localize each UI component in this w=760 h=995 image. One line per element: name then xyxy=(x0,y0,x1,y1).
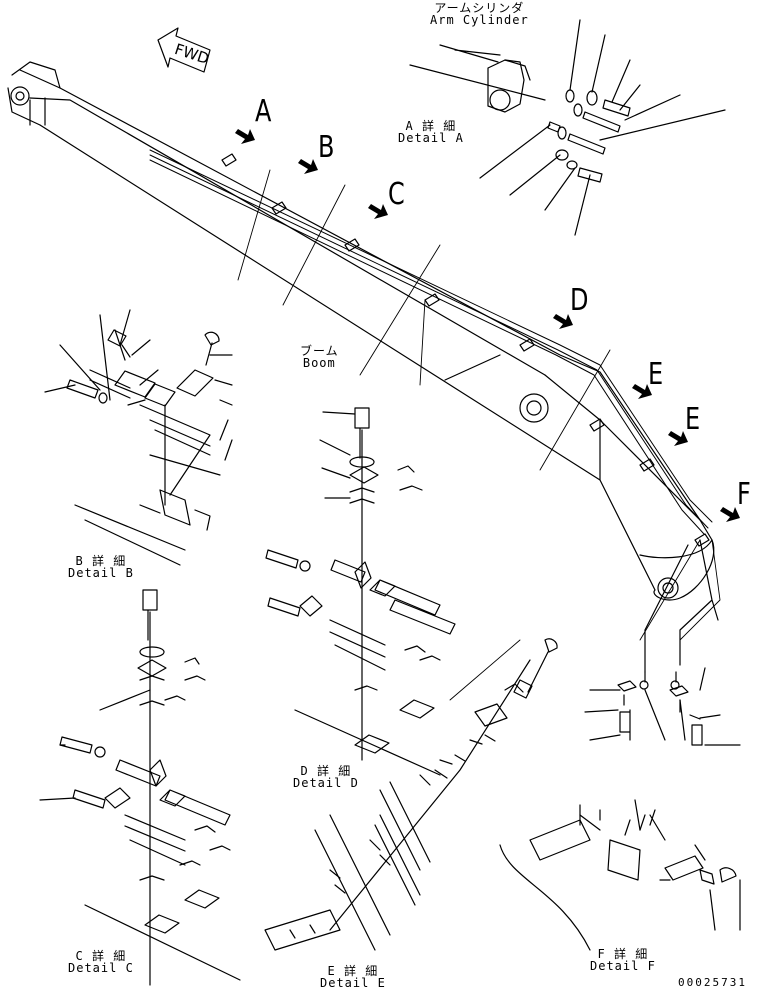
detail-c-caption-en: Detail C xyxy=(68,961,134,975)
arrow-f-icon xyxy=(720,507,740,522)
detail-d-caption: D 詳 細 Detail D xyxy=(293,765,359,789)
arrow-a-icon xyxy=(235,129,255,144)
detail-letter-e2: E xyxy=(685,402,701,437)
detail-f-drawing xyxy=(499,667,741,951)
detail-arrows xyxy=(235,129,740,522)
detail-a-caption-en: Detail A xyxy=(398,131,464,145)
arm-cylinder-label-en: Arm Cylinder xyxy=(430,13,529,27)
detail-c-drawing xyxy=(39,589,241,986)
arrow-d-icon xyxy=(553,314,573,329)
boom-label-jp: ブーム xyxy=(300,344,339,358)
boom-body xyxy=(7,61,719,673)
arrow-c-icon xyxy=(368,204,388,219)
detail-a-caption: A 詳 細 Detail A xyxy=(398,120,464,144)
detail-letter-c: C xyxy=(388,177,405,212)
detail-e-caption-en: Detail E xyxy=(320,976,386,990)
document-number: 00025731 xyxy=(678,976,747,989)
detail-d-caption-en: Detail D xyxy=(293,776,359,790)
detail-letter-b: B xyxy=(318,130,335,165)
detail-c-caption: C 詳 細 Detail C xyxy=(68,950,134,974)
detail-b-drawing xyxy=(44,309,233,566)
detail-letter-d: D xyxy=(570,283,589,318)
arrow-e2-icon xyxy=(668,431,688,446)
detail-f-caption: F 詳 細 Detail F xyxy=(590,948,656,972)
detail-b-caption-en: Detail B xyxy=(68,566,134,580)
detail-e-caption: E 詳 細 Detail E xyxy=(320,965,386,989)
detail-connectors xyxy=(449,539,721,701)
detail-f-caption-jp: F 詳 細 xyxy=(597,947,649,961)
detail-e-caption-jp: E 詳 細 xyxy=(327,964,379,978)
boom-label: ブーム Boom xyxy=(300,345,339,369)
detail-letter-f: F xyxy=(737,477,751,512)
arm-cylinder-label-jp: アームシリンダ xyxy=(434,1,525,15)
detail-d-caption-jp: D 詳 細 xyxy=(300,764,352,778)
arm-cylinder-label: アームシリンダ Arm Cylinder xyxy=(430,2,529,26)
detail-b-caption-jp: B 詳 細 xyxy=(75,554,127,568)
detail-letter-a: A xyxy=(255,94,272,129)
detail-e-drawing xyxy=(264,638,558,951)
boom-leader-lines xyxy=(237,169,611,471)
detail-d-drawing xyxy=(265,407,456,776)
arrow-e1-icon xyxy=(632,384,652,399)
detail-letter-e1: E xyxy=(648,357,664,392)
detail-c-caption-jp: C 詳 細 xyxy=(75,949,127,963)
detail-b-caption: B 詳 細 Detail B xyxy=(68,555,134,579)
boom-label-en: Boom xyxy=(302,356,336,370)
arrow-b-icon xyxy=(298,159,318,174)
detail-a-drawing xyxy=(409,19,726,236)
detail-a-caption-jp: A 詳 細 xyxy=(405,119,457,133)
fwd-arrow-icon xyxy=(157,27,211,73)
detail-f-caption-en: Detail F xyxy=(590,959,656,973)
